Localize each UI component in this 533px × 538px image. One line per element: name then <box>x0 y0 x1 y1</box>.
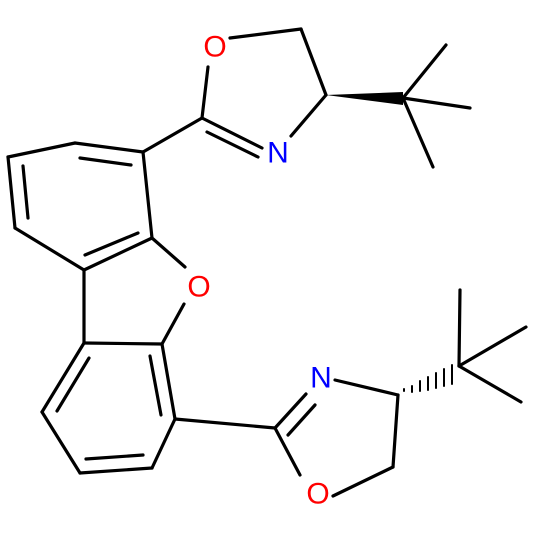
oxazoline-lower-nitrogen-label: N <box>310 362 332 395</box>
bond <box>299 27 328 97</box>
bond <box>173 417 277 430</box>
bond <box>160 302 186 346</box>
bond <box>200 65 210 120</box>
bond <box>150 236 187 269</box>
bond <box>78 466 154 475</box>
tert-butyl-group-upper <box>326 43 472 169</box>
bond <box>82 341 164 346</box>
furan-oxygen-label: O <box>187 271 210 304</box>
bond <box>40 410 82 475</box>
oxazoline-lower-oxygen-label: O <box>306 478 329 511</box>
bond <box>401 96 472 110</box>
double-bond-inner <box>83 231 140 257</box>
double-bond-inner <box>84 453 145 461</box>
hashed-wedge-bond <box>403 364 453 393</box>
double-bond-inner <box>55 356 91 413</box>
bond <box>333 378 400 397</box>
bond <box>141 150 154 240</box>
bond <box>457 288 462 368</box>
double-bond-inner <box>21 164 30 220</box>
bond <box>40 341 86 414</box>
bond <box>331 465 395 498</box>
oxazoline-ring-upper <box>141 27 328 159</box>
benzene-ring-lower <box>40 341 177 475</box>
bond <box>457 364 523 404</box>
oxazoline-ring-lower <box>173 378 400 498</box>
bond <box>401 43 448 100</box>
double-bond-inner <box>78 156 133 167</box>
double-bond <box>286 403 317 437</box>
bond <box>457 325 528 368</box>
double-bond <box>200 116 264 150</box>
bond <box>141 116 204 154</box>
bond <box>13 226 86 272</box>
bond <box>228 27 303 40</box>
oxazoline-upper-oxygen-label: O <box>203 31 226 64</box>
bond <box>6 155 17 230</box>
bond <box>150 417 177 470</box>
furan-ring <box>82 236 187 346</box>
double-bond <box>273 392 308 430</box>
wedge-bond <box>326 92 403 105</box>
bond <box>73 141 145 154</box>
bond <box>289 93 328 138</box>
bond <box>401 96 435 169</box>
bond <box>391 393 400 469</box>
bond <box>6 141 77 159</box>
bond <box>273 426 302 477</box>
bond <box>160 342 177 421</box>
tert-butyl-group-lower <box>403 288 528 404</box>
benzene-ring-upper <box>6 141 154 272</box>
bond <box>82 236 154 272</box>
double-bond <box>205 130 260 159</box>
oxazoline-upper-nitrogen-label: N <box>267 137 289 170</box>
double-bond-inner <box>148 354 163 417</box>
